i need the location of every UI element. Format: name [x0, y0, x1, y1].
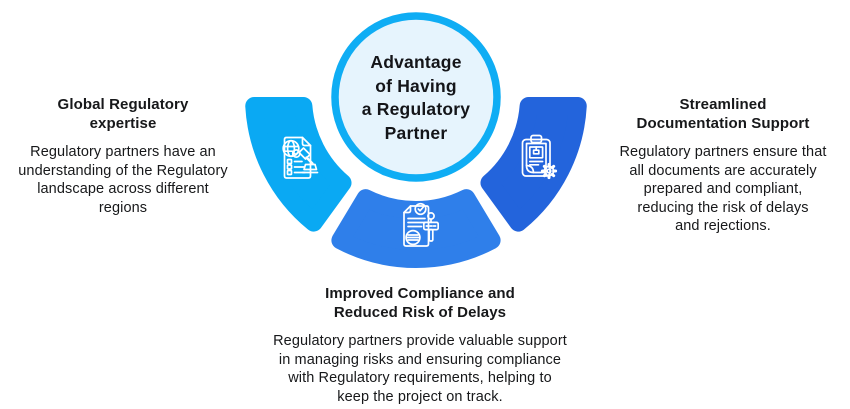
- clipboard-package-gear-icon: [521, 134, 558, 180]
- regulatory-document-gavel-icon: [282, 136, 319, 179]
- center-title: Advantage of Having a Regulatory Partner: [361, 52, 471, 143]
- center-circle: [331, 12, 501, 182]
- section-global-expertise: Global Regulatory expertise Regulatory p…: [4, 95, 242, 217]
- section-body: Regulatory partners ensure that all docu…: [619, 144, 827, 234]
- segment-global-expertise: [245, 96, 352, 232]
- section-body: Regulatory partners provide valuable sup…: [273, 333, 567, 405]
- section-streamlined-documentation: Streamlined Documentation Support Regula…: [604, 95, 842, 236]
- segment-improved-compliance: [331, 189, 501, 268]
- section-body: Regulatory partners have an understandin…: [18, 144, 228, 216]
- section-improved-compliance: Improved Compliance and Reduced Risk of …: [230, 284, 610, 406]
- section-heading: Global Regulatory expertise: [57, 96, 189, 132]
- section-heading: Streamlined Documentation Support: [636, 96, 810, 132]
- certificate-stamp-icon: [403, 202, 439, 247]
- section-heading: Improved Compliance and Reduced Risk of …: [325, 285, 515, 321]
